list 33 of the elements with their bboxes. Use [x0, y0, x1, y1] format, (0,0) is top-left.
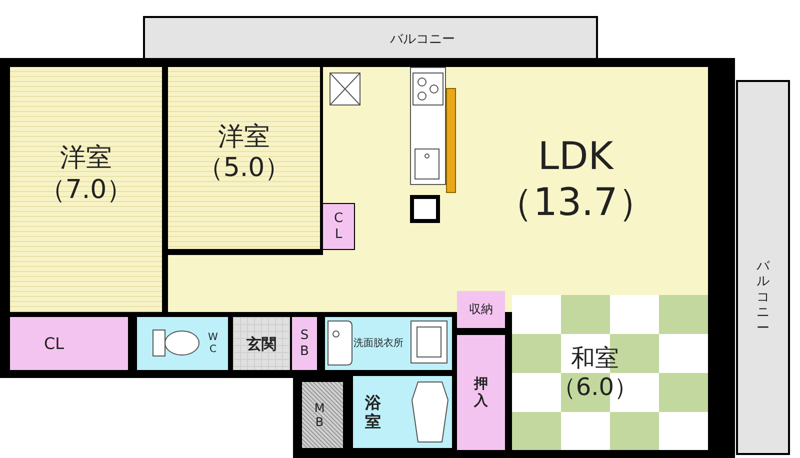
room-label: MB	[314, 400, 326, 430]
closet	[10, 317, 128, 370]
room-size: （5.0）	[197, 153, 291, 184]
balcony	[736, 80, 790, 455]
hallway	[168, 255, 323, 312]
room-label: 収納	[469, 302, 493, 317]
room-label: LDK	[538, 134, 614, 180]
room-label: 浴室	[365, 392, 381, 432]
room	[10, 67, 162, 312]
closet	[322, 203, 355, 250]
room-label: 和室	[571, 344, 619, 372]
room	[512, 295, 708, 450]
balcony	[143, 16, 598, 58]
room-label: バルコニー	[756, 258, 770, 336]
closet	[457, 335, 505, 450]
room-size: （6.0）	[552, 372, 638, 402]
room	[168, 67, 320, 249]
room-label: WC	[208, 332, 218, 356]
entrance	[233, 317, 290, 370]
room-label: CL	[44, 334, 64, 354]
room-label: CL	[332, 210, 344, 242]
room-label: バルコニー	[390, 32, 455, 48]
room-size: （7.0）	[39, 174, 133, 206]
room-label: 玄関	[246, 334, 276, 352]
storage	[457, 291, 505, 328]
room-label: SB	[299, 328, 310, 360]
room-label: 洋室	[60, 143, 112, 174]
meter-box	[302, 382, 343, 448]
shoe-box	[292, 317, 317, 370]
room-size: （13.7）	[495, 180, 656, 226]
room-label: 洋室	[218, 122, 270, 153]
room-label: 洗面脱衣所	[354, 338, 404, 350]
room-label: 押入	[474, 376, 488, 410]
